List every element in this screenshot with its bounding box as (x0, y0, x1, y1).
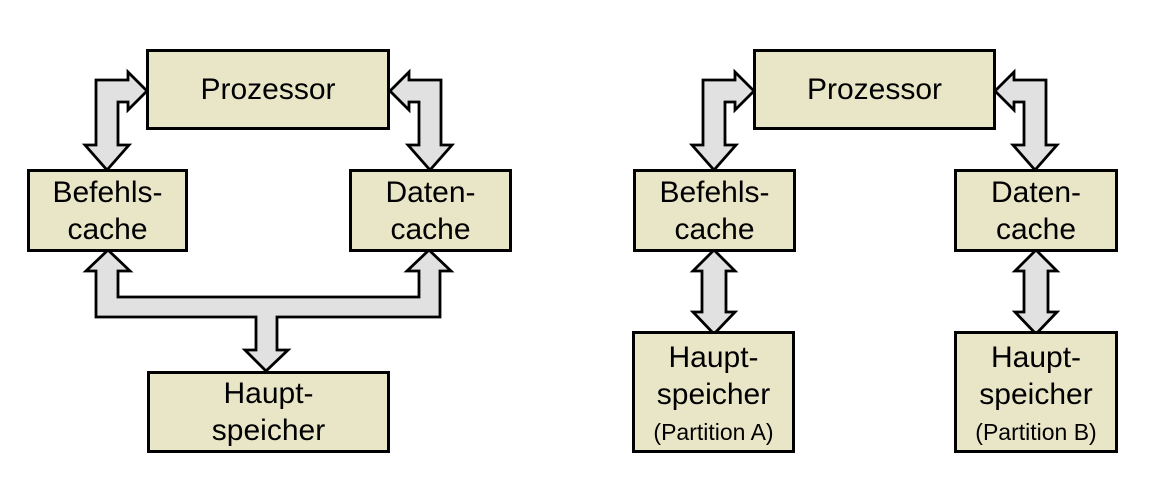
box-prozessor-left: Prozessor (146, 49, 390, 130)
double-arrow-icon-befehlscache-partition-a (689, 248, 739, 337)
double-arrow-icon-prozessor-befehlscache-right (688, 68, 756, 173)
box-datencache-left: Daten- cache (349, 169, 512, 252)
merge-arrow-icon-caches-hauptspeicher-left (82, 248, 455, 373)
box-hauptspeicher-partition-b: Haupt- speicher (Partition B) (954, 331, 1118, 453)
box-prozessor-right: Prozessor (753, 49, 996, 130)
double-arrow-icon-datencache-partition-b (1011, 248, 1061, 337)
box-label-line1: Daten- (385, 175, 476, 209)
box-hauptspeicher-left: Haupt- speicher (147, 371, 390, 453)
box-hauptspeicher-partition-a: Haupt- speicher (Partition A) (632, 331, 795, 453)
double-arrow-icon-prozessor-datencache-right (993, 68, 1061, 173)
box-label-line1: Befehls- (52, 175, 163, 209)
box-label-line1: Haupt- (990, 340, 1082, 374)
box-label-line1: Befehls- (659, 175, 770, 209)
box-label-line2: cache (674, 212, 755, 246)
double-arrow-icon-prozessor-datencache-left (388, 68, 456, 173)
box-label: Prozessor (200, 73, 336, 106)
box-label-line2: speicher (211, 414, 326, 447)
box-label-line1: Daten- (990, 175, 1082, 209)
box-label: Prozessor (806, 73, 943, 106)
box-befehlscache-right: Befehls- cache (633, 169, 796, 252)
partition-note: (Partition A) (653, 418, 774, 445)
box-label-line1: Haupt- (668, 340, 759, 374)
box-label-line2: speicher (656, 377, 771, 411)
box-label-line1: Haupt- (223, 377, 314, 410)
box-datencache-right: Daten- cache (954, 169, 1118, 252)
box-befehlscache-left: Befehls- cache (27, 169, 188, 252)
double-arrow-icon-prozessor-befehlscache-left (81, 68, 149, 173)
box-label-line2: speicher (979, 377, 1093, 411)
box-label-line2: cache (390, 212, 471, 246)
box-label-line2: cache (995, 212, 1077, 246)
partition-note: (Partition B) (975, 418, 1097, 445)
box-label-line2: cache (67, 212, 148, 246)
